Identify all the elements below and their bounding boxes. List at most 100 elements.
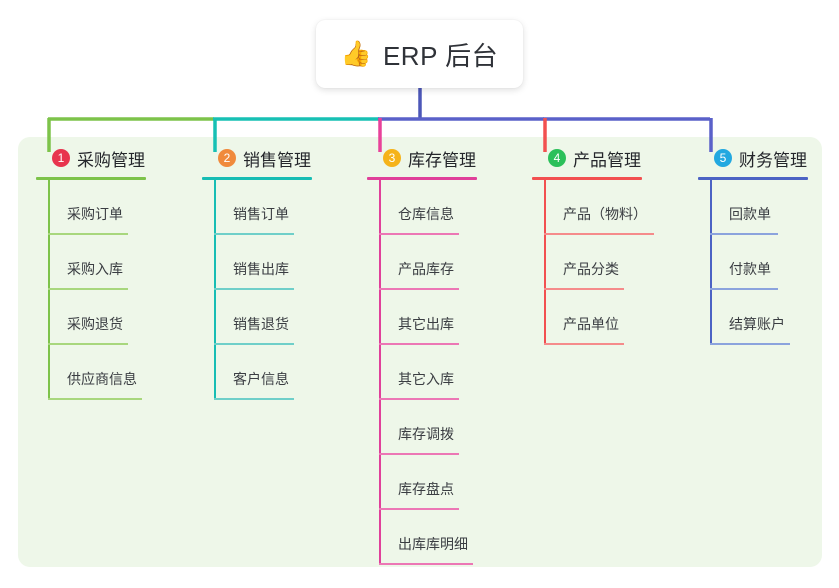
- column-header-5[interactable]: 5 财务管理: [698, 146, 808, 170]
- list-item-rule: [379, 398, 459, 400]
- column-spine-5: [710, 180, 712, 345]
- list-item-rule: [710, 288, 778, 290]
- column-header-4[interactable]: 4 产品管理: [532, 146, 642, 170]
- column-5: 5 财务管理回款单付款单结算账户: [698, 146, 808, 345]
- column-spine-3: [379, 180, 381, 565]
- list-item[interactable]: 库存盘点: [367, 455, 477, 510]
- column-badge-3: 3: [383, 149, 401, 167]
- thumbs-up-icon: 👍: [340, 39, 372, 68]
- column-spine-1: [48, 180, 50, 400]
- list-item-rule: [379, 288, 459, 290]
- column-header-rule-4: [532, 177, 642, 180]
- column-title-5: 财务管理: [739, 150, 807, 170]
- list-item-label: 产品单位: [563, 316, 619, 332]
- list-item-rule: [379, 563, 473, 565]
- list-item-rule: [48, 398, 142, 400]
- column-spine-4: [544, 180, 546, 345]
- list-item-label: 产品（物料）: [563, 206, 647, 222]
- column-badge-1: 1: [52, 149, 70, 167]
- column-items-1: 采购订单采购入库采购退货供应商信息: [36, 180, 146, 400]
- list-item-rule: [379, 453, 459, 455]
- column-4: 4 产品管理产品（物料） 产品分类产品单位: [532, 146, 654, 345]
- list-item-rule: [710, 343, 790, 345]
- list-item-label: 销售退货: [233, 316, 289, 332]
- list-item-label: 产品库存: [398, 261, 454, 277]
- list-item-rule: [48, 343, 128, 345]
- list-item-rule: [214, 233, 294, 235]
- root-title: ERP 后台: [382, 40, 499, 71]
- column-badge-5: 5: [714, 149, 732, 167]
- list-item-label: 回款单: [729, 206, 771, 222]
- column-title-4: 产品管理: [573, 150, 641, 170]
- list-item-label: 结算账户: [729, 316, 785, 332]
- column-header-1[interactable]: 1 采购管理: [36, 146, 146, 170]
- list-item-rule: [710, 233, 778, 235]
- list-item-rule: [544, 288, 624, 290]
- column-header-2[interactable]: 2 销售管理: [202, 146, 312, 170]
- column-header-rule-1: [36, 177, 146, 180]
- column-2: 2 销售管理销售订单销售出库销售退货客户信息: [202, 146, 312, 400]
- list-item-label: 产品分类: [563, 261, 619, 277]
- column-3: 3 库存管理仓库信息产品库存其它出库其它入库库存调拨库存盘点出库库明细: [367, 146, 477, 565]
- list-item[interactable]: 结算账户: [698, 290, 808, 345]
- list-item[interactable]: 采购入库: [36, 235, 146, 290]
- list-item[interactable]: 出库库明细: [367, 510, 477, 565]
- column-header-3[interactable]: 3 库存管理: [367, 146, 477, 170]
- column-items-4: 产品（物料） 产品分类产品单位: [532, 180, 654, 345]
- list-item-rule: [544, 233, 654, 235]
- column-title-3: 库存管理: [408, 150, 476, 170]
- list-item-label: 其它出库: [398, 316, 454, 332]
- list-item[interactable]: 供应商信息: [36, 345, 146, 400]
- column-items-2: 销售订单销售出库销售退货客户信息: [202, 180, 312, 400]
- list-item-label: 客户信息: [233, 371, 289, 387]
- list-item[interactable]: 产品分类: [532, 235, 642, 290]
- list-item-label: 付款单: [729, 261, 771, 277]
- list-item-label: 出库库明细: [398, 536, 468, 552]
- list-item-label: 销售订单: [233, 206, 289, 222]
- root-node[interactable]: 👍 ERP 后台: [316, 20, 523, 88]
- list-item-label: 采购入库: [67, 261, 123, 277]
- list-item[interactable]: 回款单: [698, 180, 808, 235]
- list-item-label: 仓库信息: [398, 206, 454, 222]
- column-badge-4: 4: [548, 149, 566, 167]
- list-item[interactable]: 销售退货: [202, 290, 312, 345]
- list-item-label: 库存盘点: [398, 481, 454, 497]
- list-item[interactable]: 库存调拨: [367, 400, 477, 455]
- list-item-rule: [379, 343, 459, 345]
- list-item[interactable]: 采购订单: [36, 180, 146, 235]
- column-badge-2: 2: [218, 149, 236, 167]
- list-item[interactable]: 产品（物料）: [532, 180, 654, 235]
- list-item-rule: [48, 288, 128, 290]
- list-item[interactable]: 产品单位: [532, 290, 642, 345]
- column-title-2: 销售管理: [243, 150, 311, 170]
- list-item-label: 销售出库: [233, 261, 289, 277]
- list-item[interactable]: 仓库信息: [367, 180, 477, 235]
- list-item-rule: [379, 508, 459, 510]
- list-item[interactable]: 销售出库: [202, 235, 312, 290]
- column-header-rule-3: [367, 177, 477, 180]
- column-header-rule-5: [698, 177, 808, 180]
- list-item-rule: [379, 233, 459, 235]
- column-header-rule-2: [202, 177, 312, 180]
- column-title-1: 采购管理: [77, 150, 145, 170]
- column-1: 1 采购管理采购订单采购入库采购退货供应商信息: [36, 146, 146, 400]
- list-item[interactable]: 付款单: [698, 235, 808, 290]
- list-item[interactable]: 采购退货: [36, 290, 146, 345]
- list-item-rule: [214, 398, 294, 400]
- list-item-label: 供应商信息: [67, 371, 137, 387]
- list-item[interactable]: 其它出库: [367, 290, 477, 345]
- list-item-label: 库存调拨: [398, 426, 454, 442]
- list-item[interactable]: 客户信息: [202, 345, 312, 400]
- list-item-label: 其它入库: [398, 371, 454, 387]
- list-item-label: 采购退货: [67, 316, 123, 332]
- list-item-rule: [544, 343, 624, 345]
- column-items-5: 回款单付款单结算账户: [698, 180, 808, 345]
- column-items-3: 仓库信息产品库存其它出库其它入库库存调拨库存盘点出库库明细: [367, 180, 477, 565]
- column-spine-2: [214, 180, 216, 400]
- list-item-rule: [214, 343, 294, 345]
- list-item[interactable]: 其它入库: [367, 345, 477, 400]
- list-item[interactable]: 产品库存: [367, 235, 477, 290]
- list-item-rule: [214, 288, 294, 290]
- list-item[interactable]: 销售订单: [202, 180, 312, 235]
